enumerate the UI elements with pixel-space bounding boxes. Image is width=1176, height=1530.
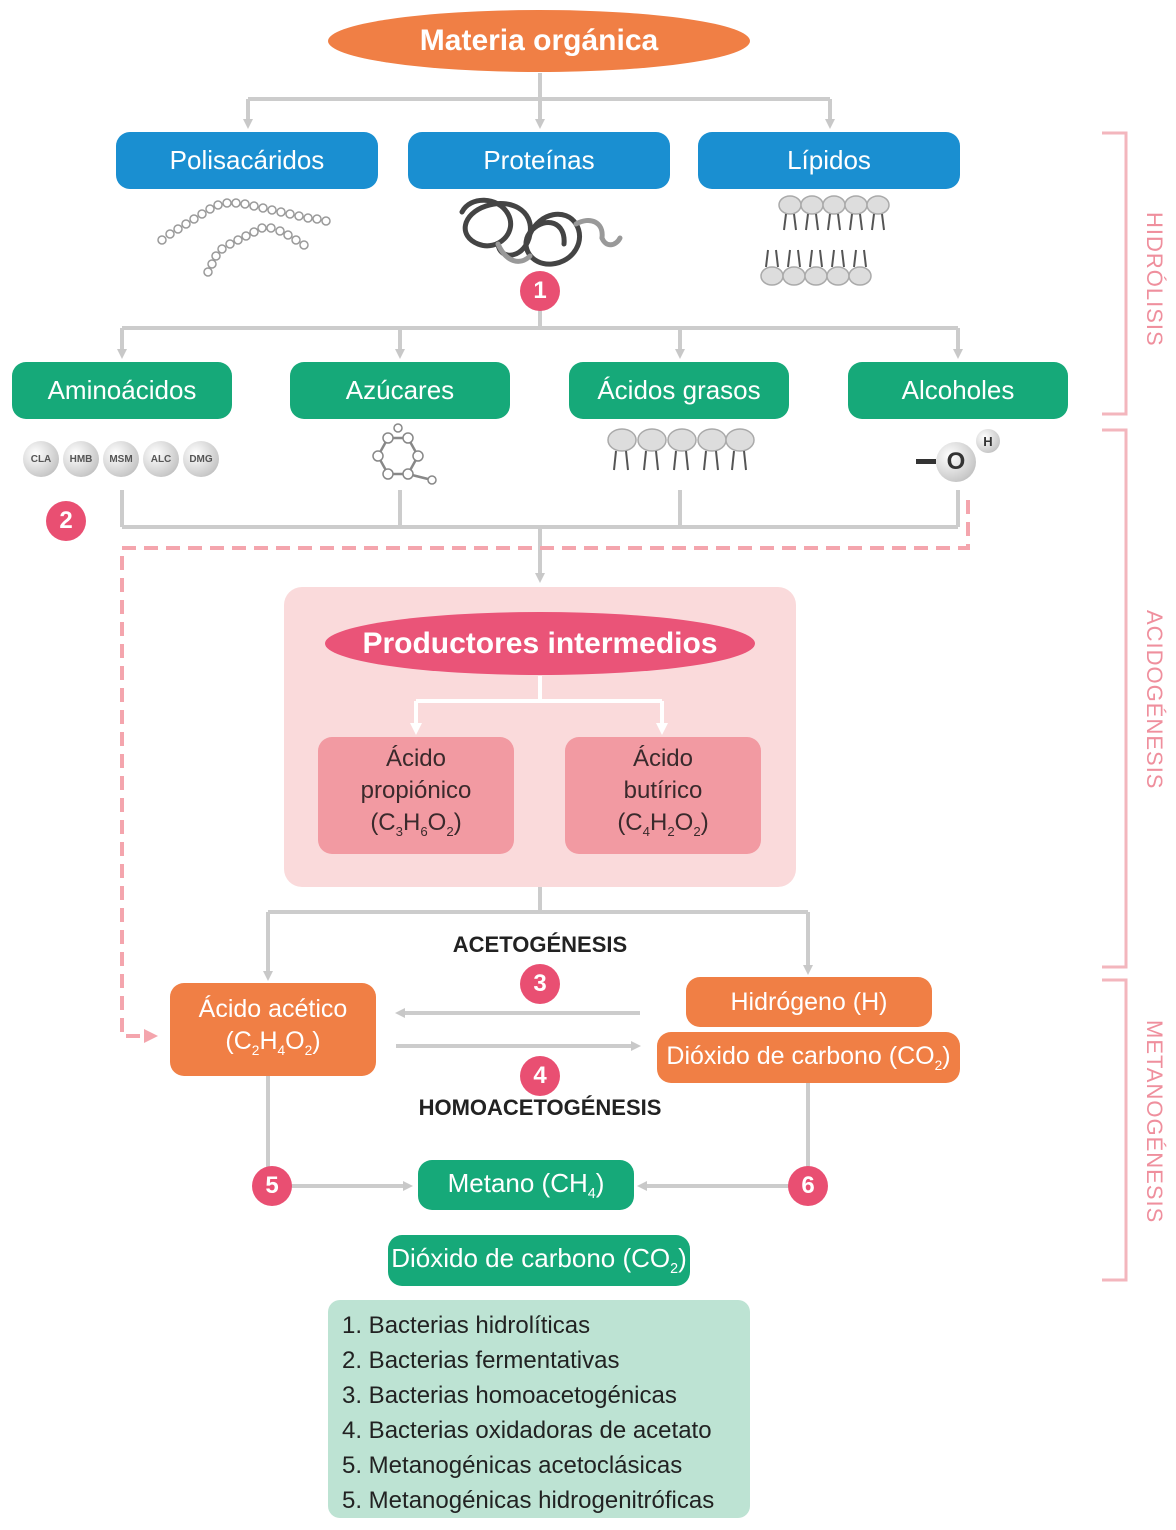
propionic-line1: Ácido	[385, 745, 447, 773]
alcohols-label: Alcoholes	[901, 375, 1015, 405]
intermediate-producers-label: Productores intermedios	[362, 626, 718, 660]
organic-matter-node: Materia orgánica	[328, 10, 750, 72]
proteins-label: Proteínas	[483, 145, 595, 175]
hydroxyl-oxygen-atom: O	[936, 442, 976, 482]
legend-panel: 1. Bacterias hidrolíticas 2. Bacterias f…	[328, 1300, 750, 1518]
legend-item: 5. Metanogénicas hidrogenitróficas	[342, 1487, 715, 1514]
fatty-acids-node: Ácidos grasos	[569, 362, 789, 419]
amino-tag-dmg: DMG	[183, 441, 219, 477]
butyric-line1: Ácido	[632, 745, 694, 773]
sugars-label: Azúcares	[345, 375, 455, 405]
acetogenesis-label: ACETOGÉNESIS	[452, 932, 628, 957]
step-badge-1: 1	[520, 271, 560, 311]
sugars-node: Azúcares	[290, 362, 510, 419]
step-badge-5: 5	[252, 1166, 292, 1206]
propionic-acid-node: Ácido propiónico (C3H6O2)	[318, 737, 514, 854]
lipids-label: Lípidos	[787, 145, 871, 175]
legend-item: 1. Bacterias hidrolíticas	[342, 1312, 591, 1339]
legend-item: 5. Metanogénicas acetoclásicas	[342, 1452, 683, 1479]
hydrogen-node: Hidrógeno (H)	[686, 977, 932, 1027]
legend-item: 4. Bacterias oxidadoras de acetato	[342, 1417, 712, 1444]
methane-label: Metano (CH4)	[447, 1167, 605, 1203]
alcohols-node: Alcoholes	[848, 362, 1068, 419]
propionic-line2: propiónico	[360, 777, 472, 805]
stage-methanogenesis: METANOGÉNESIS	[1142, 1020, 1167, 1224]
protein-tangle-icon	[459, 197, 623, 267]
amino-acids-node: Aminoácidos	[12, 362, 232, 419]
hydrogen-label: Hidrógeno (H)	[730, 987, 888, 1016]
acetic-acid-formula: (C2H4O2)	[225, 1026, 321, 1058]
amino-tag-cla: CLA	[23, 441, 59, 477]
acetic-acid-label: Ácido acético	[198, 994, 348, 1023]
polysaccharides-node: Polisacáridos	[116, 132, 378, 189]
fatty-acids-icon	[607, 428, 755, 471]
acetic-acid-node: Ácido acético (C2H4O2)	[170, 983, 376, 1076]
butyric-acid-node: Ácido butírico (C4H2O2)	[565, 737, 761, 854]
homoacetogenesis-label: HOMOACETOGÉNESIS	[418, 1095, 662, 1120]
co2-green-node: Dióxido de carbono (CO2)	[388, 1235, 690, 1286]
amino-tag-msm: MSM	[103, 441, 139, 477]
stage-hydrolysis: HIDRÓLISIS	[1142, 212, 1167, 347]
amino-acids-label: Aminoácidos	[47, 375, 197, 405]
legend-item: 2. Bacterias fermentativas	[342, 1347, 620, 1374]
hydroxyl-bond	[916, 459, 936, 464]
stage-acidogenesis: ACIDOGÉNESIS	[1142, 610, 1167, 790]
fatty-acids-label: Ácidos grasos	[597, 375, 761, 405]
polysaccharides-label: Polisacáridos	[169, 145, 325, 175]
amino-tag-hmb: HMB	[63, 441, 99, 477]
step-badge-4: 4	[520, 1056, 560, 1096]
lipids-node: Lípidos	[698, 132, 960, 189]
polysaccharide-chain-icon	[157, 198, 331, 277]
intermediate-producers-node: Productores intermedios	[325, 612, 755, 675]
co2-orange-label: Dióxido de carbono (CO2)	[666, 1042, 951, 1073]
step-badge-2: 2	[46, 501, 86, 541]
co2-green-label: Dióxido de carbono (CO2)	[391, 1243, 687, 1278]
hydroxyl-hydrogen-atom: H	[976, 429, 1000, 453]
step-badge-6: 6	[788, 1166, 828, 1206]
step-badge-3: 3	[520, 964, 560, 1004]
legend-item: 3. Bacterias homoacetogénicas	[342, 1382, 677, 1409]
organic-matter-label: Materia orgánica	[419, 24, 659, 57]
butyric-formula: (C4H2O2)	[617, 809, 709, 839]
butyric-line2: butírico	[623, 777, 703, 805]
lipid-bilayer-icon	[760, 195, 890, 286]
methane-node: Metano (CH4)	[418, 1160, 634, 1210]
co2-orange-node: Dióxido de carbono (CO2)	[657, 1032, 960, 1083]
propionic-formula: (C3H6O2)	[370, 809, 462, 839]
amino-tag-alc: ALC	[143, 441, 179, 477]
proteins-node: Proteínas	[408, 132, 670, 189]
